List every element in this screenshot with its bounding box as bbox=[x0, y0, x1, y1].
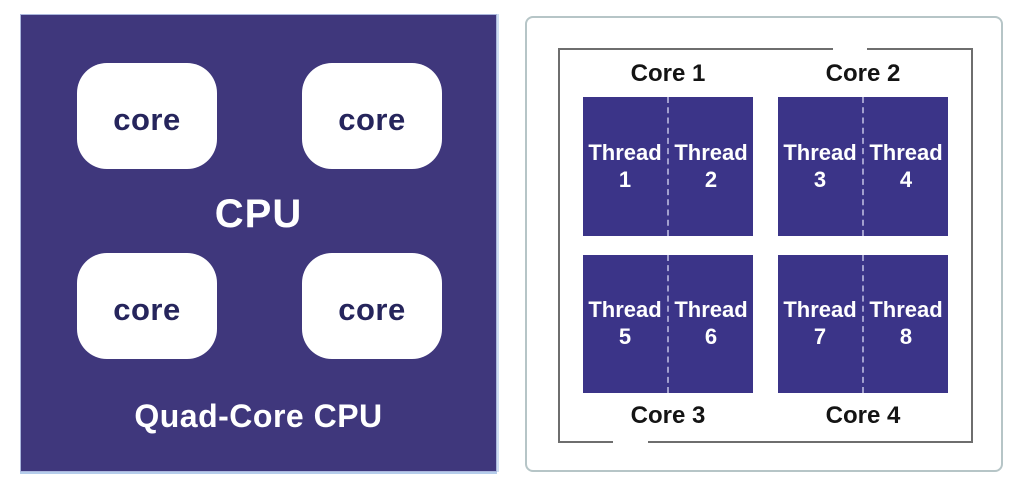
core-box-top-left: core bbox=[77, 63, 217, 169]
thread-cell-5: Thread 5 bbox=[583, 255, 667, 393]
thread-cell-2: Thread 2 bbox=[667, 97, 753, 236]
thread-word: Thread bbox=[588, 297, 662, 323]
thread-number: 7 bbox=[813, 324, 827, 349]
thread-number: 2 bbox=[704, 166, 718, 192]
core-label: core bbox=[338, 292, 406, 327]
core-2-thread-box: Thread 3 Thread 4 bbox=[778, 97, 948, 236]
thread-word: Thread bbox=[674, 297, 748, 323]
core-3-thread-box: Thread 5 Thread 6 bbox=[583, 255, 753, 393]
thread-word: Thread bbox=[869, 297, 943, 323]
core-3-label: Core 3 bbox=[630, 402, 706, 429]
thread-cell-6: Thread 6 bbox=[667, 255, 753, 393]
chip-caption: Quad-Core CPU bbox=[134, 398, 383, 434]
core-4-label: Core 4 bbox=[825, 402, 901, 429]
border-gap-top bbox=[833, 47, 867, 53]
thread-number: 5 bbox=[618, 324, 632, 349]
border-gap-bottom bbox=[613, 438, 648, 444]
thread-number: 8 bbox=[899, 324, 913, 349]
core-label: core bbox=[113, 102, 181, 137]
core-4-thread-box: Thread 7 Thread 8 bbox=[778, 255, 948, 393]
thread-number: 6 bbox=[704, 324, 718, 349]
cpu-title: CPU bbox=[214, 192, 303, 236]
quad-core-cpu-chip: core core CPU core core Quad-Core CPU bbox=[20, 14, 497, 472]
thread-word: Thread bbox=[674, 139, 748, 165]
thread-cell-7: Thread 7 bbox=[778, 255, 862, 393]
core-box-bottom-left: core bbox=[77, 253, 217, 359]
core-label: core bbox=[113, 292, 181, 327]
core-box-top-right: core bbox=[302, 63, 442, 169]
thread-cell-1: Thread 1 bbox=[583, 97, 667, 236]
thread-word: Thread bbox=[783, 139, 857, 165]
cpu-die-outline: Core 1 Core 2 Thread 1 Thread 2 Thread 3 bbox=[558, 47, 973, 444]
thread-number: 1 bbox=[618, 166, 632, 192]
core-2-label: Core 2 bbox=[825, 60, 901, 87]
thread-number: 3 bbox=[813, 166, 827, 192]
thread-cell-4: Thread 4 bbox=[862, 97, 948, 236]
threads-panel: Core 1 Core 2 Thread 1 Thread 2 Thread 3 bbox=[525, 16, 1003, 472]
thread-word: Thread bbox=[783, 297, 857, 323]
thread-word: Thread bbox=[588, 139, 662, 165]
core-box-bottom-right: core bbox=[302, 253, 442, 359]
thread-cell-3: Thread 3 bbox=[778, 97, 862, 236]
core-1-thread-box: Thread 1 Thread 2 bbox=[583, 97, 753, 236]
thread-cell-8: Thread 8 bbox=[862, 255, 948, 393]
thread-number: 4 bbox=[899, 166, 913, 192]
core-1-label: Core 1 bbox=[630, 60, 706, 87]
thread-word: Thread bbox=[869, 139, 943, 165]
core-label: core bbox=[338, 102, 406, 137]
